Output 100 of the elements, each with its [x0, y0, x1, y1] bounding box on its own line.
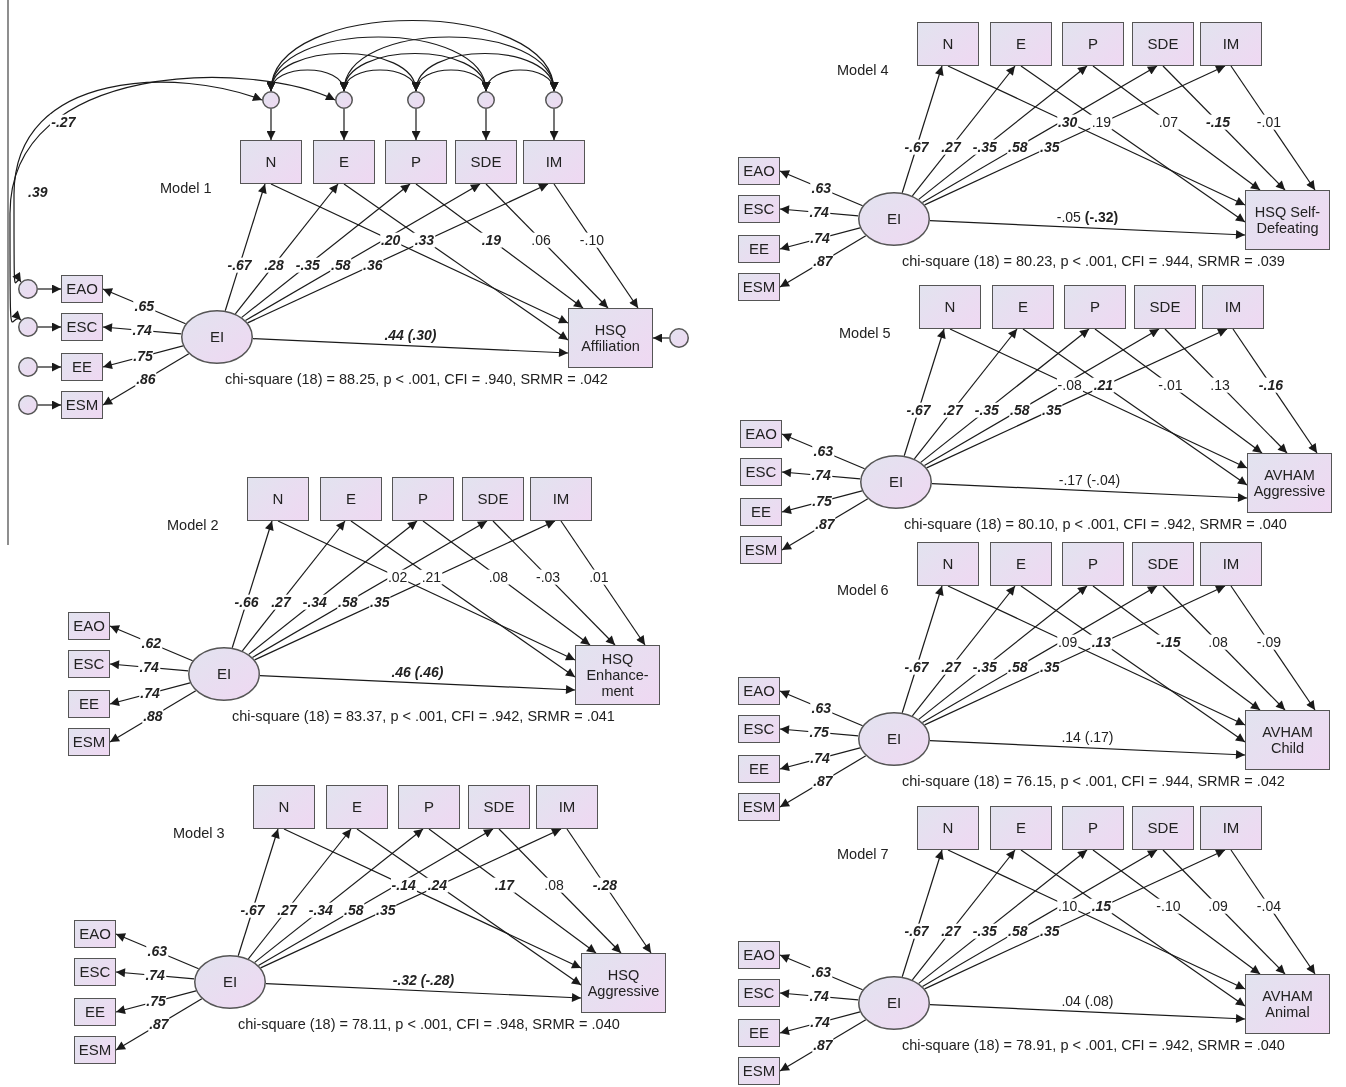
path-coefficient: .19	[1090, 114, 1113, 130]
path-arrow	[1020, 849, 1246, 1007]
path-coefficient: .04 (.08)	[1060, 993, 1115, 1009]
variable-box: IM	[1202, 285, 1264, 329]
path-arrow	[921, 65, 1158, 204]
path-arrow	[37, 322, 62, 332]
covariance-arc	[268, 19, 557, 92]
path-arrow	[343, 183, 569, 341]
indicator-box: ESC	[738, 195, 780, 223]
path-arrow	[37, 400, 62, 410]
path-arrow	[248, 520, 418, 655]
path-coefficient: -.67	[239, 902, 266, 918]
variable-box: E	[990, 806, 1052, 850]
path-arrow	[1162, 849, 1286, 975]
error-term-circle	[335, 91, 353, 109]
covariance-arc	[11, 81, 263, 284]
path-coefficient: .65	[133, 299, 156, 314]
model-label: Model 2	[167, 517, 219, 533]
path-arrow	[779, 954, 864, 991]
path-arrow	[428, 828, 597, 954]
path-arrow	[339, 108, 349, 141]
variable-box: IM	[530, 477, 592, 521]
path-coefficient: .87	[812, 254, 834, 269]
path-arrow	[252, 338, 569, 358]
path-arrow	[1092, 849, 1261, 975]
model-label: Model 5	[839, 325, 891, 341]
path-coefficient: .63	[810, 181, 833, 196]
path-arrow	[560, 520, 646, 646]
path-arrow	[1162, 65, 1286, 191]
path-coefficient: -.03	[535, 569, 562, 585]
path-coefficient: -.27	[50, 114, 77, 130]
fit-statistics: chi-square (18) = 80.10, p < .001, CFI = .942, SRMR = .040	[904, 516, 1287, 532]
path-coefficient: -.34	[301, 594, 328, 610]
path-coefficient: -.67	[903, 923, 930, 939]
indicator-box: EAO	[738, 941, 780, 969]
covariance-arc	[483, 69, 557, 92]
path-arrow	[1020, 585, 1246, 743]
path-arrow	[356, 828, 582, 986]
path-arrow	[247, 828, 352, 960]
variable-box: N	[253, 785, 315, 829]
variable-box: IM	[1200, 542, 1262, 586]
path-coefficient: .35	[369, 594, 391, 610]
path-coefficient: .74	[131, 323, 153, 338]
path-coefficient: .74	[809, 1015, 831, 1030]
variable-box: P	[398, 785, 460, 829]
path-arrow	[265, 983, 582, 1003]
path-arrow	[918, 585, 1088, 720]
path-arrow	[244, 183, 481, 322]
covariance-arc	[9, 76, 336, 323]
path-coefficient: -.09	[1255, 634, 1282, 650]
fit-statistics: chi-square (18) = 88.25, p < .001, CFI = .940, SRMR = .042	[225, 371, 608, 387]
path-coefficient: .74	[809, 231, 831, 246]
path-coefficient: .74	[139, 686, 161, 701]
path-arrow	[901, 65, 944, 194]
variable-box: IM	[1200, 806, 1262, 850]
path-arrow	[918, 849, 1088, 984]
path-arrow	[566, 828, 652, 954]
path-coefficient: -.08	[1056, 377, 1083, 393]
path-coefficient: .27	[276, 902, 298, 918]
path-coefficient: .24	[426, 877, 449, 893]
model-label: Model 1	[160, 180, 212, 196]
path-coefficient: -.01	[1255, 114, 1282, 130]
path-coefficient: .27	[270, 594, 292, 610]
path-arrow	[903, 328, 946, 457]
path-coefficient: -.35	[971, 139, 998, 155]
path-coefficient: .09	[1207, 898, 1229, 914]
path-arrow	[1230, 65, 1316, 191]
path-coefficient: .15	[1090, 898, 1113, 914]
variable-box: SDE	[455, 140, 517, 184]
path-coefficient: .35	[1041, 402, 1063, 418]
model-label: Model 3	[173, 825, 225, 841]
path-arrow	[411, 108, 421, 141]
outcome-variable-box: HSQ Affiliation	[568, 308, 653, 368]
outcome-variable-box: AVHAM Child	[1245, 710, 1330, 770]
path-coefficient: .09	[1056, 634, 1079, 650]
path-arrow	[918, 65, 1088, 200]
variable-box: SDE	[1132, 806, 1194, 850]
path-arrow	[1020, 65, 1246, 223]
indicator-box: ESC	[738, 979, 780, 1007]
latent-variable-ellipse: EI	[188, 647, 260, 701]
path-coefficient: .74	[808, 989, 830, 1004]
variable-box: E	[992, 285, 1054, 329]
variable-box: SDE	[1132, 542, 1194, 586]
indicator-box: EAO	[738, 157, 780, 185]
path-arrow	[921, 849, 1158, 988]
path-arrow	[251, 520, 488, 659]
path-coefficient: -.01	[1157, 377, 1184, 393]
error-term-circle	[407, 91, 425, 109]
error-term-circle	[262, 91, 280, 109]
path-coefficient: .39	[27, 184, 49, 199]
path-arrow	[549, 108, 559, 141]
fit-statistics: chi-square (18) = 83.37, p < .001, CFI = .942, SRMR = .041	[232, 708, 615, 724]
variable-box: N	[917, 22, 979, 66]
path-arrow	[415, 183, 584, 309]
path-arrow	[115, 933, 200, 970]
error-term-circle	[18, 317, 38, 337]
path-coefficient: .87	[812, 1038, 834, 1053]
outcome-variable-box: HSQ Self-Defeating	[1245, 190, 1330, 250]
latent-variable-ellipse: EI	[858, 192, 930, 246]
path-coefficient: .75	[145, 994, 167, 1009]
